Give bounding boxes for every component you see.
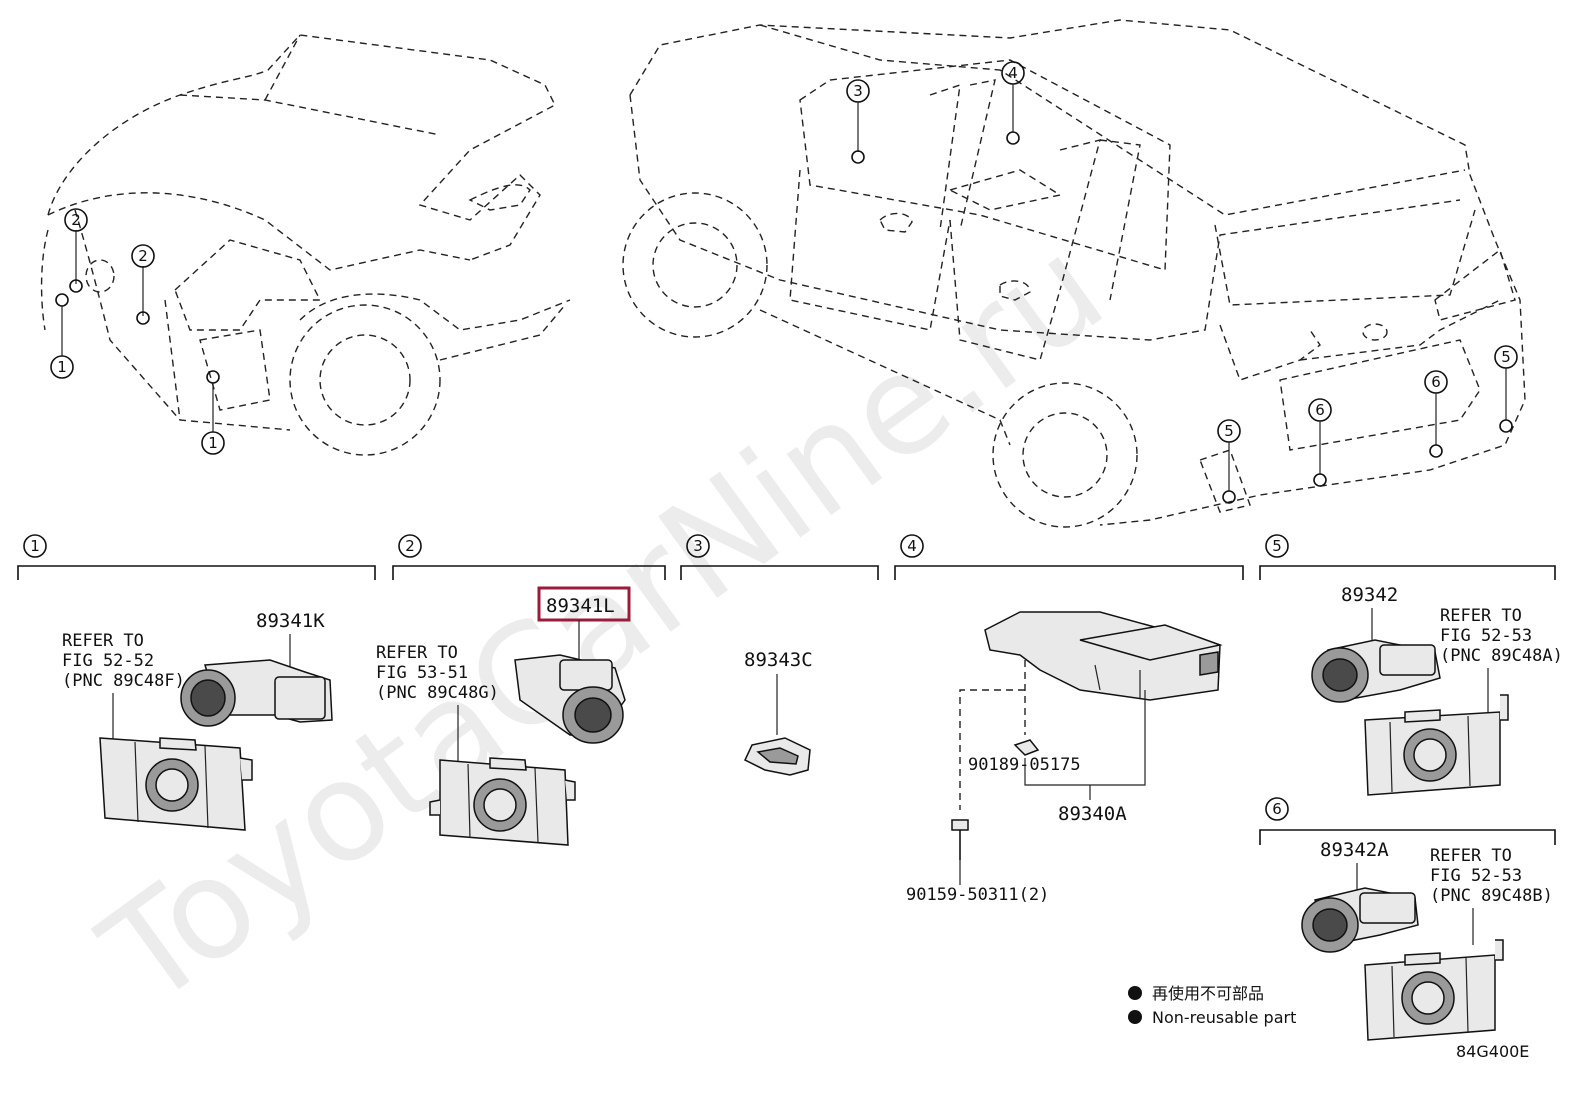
section-2-refer-line1: REFER TO [376,643,458,663]
callout-1-label-b: 1 [208,434,218,452]
callout-6-label: 6 [1315,401,1325,419]
callout-2-label-b: 2 [138,247,148,265]
section-6-refer-line2: FIG 52-53 [1430,866,1522,886]
section-2-refer-line2: FIG 53-51 [376,663,468,683]
callout-1-label: 1 [57,358,67,376]
section-2-number: 2 [405,537,415,555]
part-number-90159-50311[interactable]: 90159-50311(2) [906,885,1049,905]
part-number-89341K[interactable]: 89341K [256,610,325,632]
section-1-parts: 89341K REFER TO FIG 52-52 (PNC 89C48F) [62,610,333,831]
non-reusable-dot-icon-2 [1128,1010,1142,1024]
section-6-refer-line3: (PNC 89C48B) [1430,886,1553,906]
section-6-refer-line1: REFER TO [1430,846,1512,866]
section-4-number: 4 [907,537,917,555]
callout-markers: 2 2 1 1 3 4 5 5 6 [50,61,1518,504]
section-3-parts: 89343C [744,649,813,776]
section-3-number: 3 [693,537,703,555]
section-5-number: 5 [1272,537,1282,555]
rear-vehicle-illustration [622,19,1526,528]
legend-en: Non-reusable part [1152,1008,1296,1027]
section-2-refer-line3: (PNC 89C48G) [376,683,499,703]
legend: 再使用不可部品 Non-reusable part [1128,984,1296,1027]
callout-4-label: 4 [1008,64,1018,82]
part-number-89342[interactable]: 89342 [1341,584,1398,606]
section-5-refer-line2: FIG 52-53 [1440,626,1532,646]
section-6-number: 6 [1272,800,1282,818]
part-number-90189-05175[interactable]: 90189-05175 [968,755,1081,775]
section-1-number: 1 [30,537,40,555]
part-number-89341L[interactable]: 89341L [546,595,615,617]
callout-5-label: 5 [1224,422,1234,440]
legend-jp: 再使用不可部品 [1152,984,1264,1003]
callout-6-label-b: 6 [1431,373,1441,391]
section-headers: 1 2 3 4 5 6 [17,534,1556,845]
section-1-refer-line1: REFER TO [62,631,144,651]
section-1-refer-line3: (PNC 89C48F) [62,671,185,691]
callout-5-label-b: 5 [1501,348,1511,366]
callout-3-label: 3 [853,82,863,100]
section-5-refer-line1: REFER TO [1440,606,1522,626]
section-1-refer-line2: FIG 52-52 [62,651,154,671]
figure-id: 84G400E [1456,1042,1529,1061]
section-2-parts: 89341L REFER TO FIG 53-51 (PNC 89C48G) [376,586,631,846]
part-number-89340A[interactable]: 89340A [1058,803,1127,825]
watermark: ToyotaCarNine.ru [74,207,1132,1037]
section-6-parts: 89342A REFER TO FIG 52-53 (PNC 89C48B) [1301,839,1553,1041]
part-number-89343C[interactable]: 89343C [744,649,813,671]
section-5-parts: 89342 REFER TO FIG 52-53 (PNC 89C48A) [1311,584,1563,796]
front-vehicle-illustration [40,34,571,456]
callout-2-label: 2 [71,211,81,229]
non-reusable-dot-icon [1128,986,1142,1000]
section-4-parts: 90189-05175 89340A 90159-50311(2) [906,611,1223,905]
part-number-89342A[interactable]: 89342A [1320,839,1389,861]
section-5-refer-line3: (PNC 89C48A) [1440,646,1563,666]
highlight-box [537,586,631,622]
